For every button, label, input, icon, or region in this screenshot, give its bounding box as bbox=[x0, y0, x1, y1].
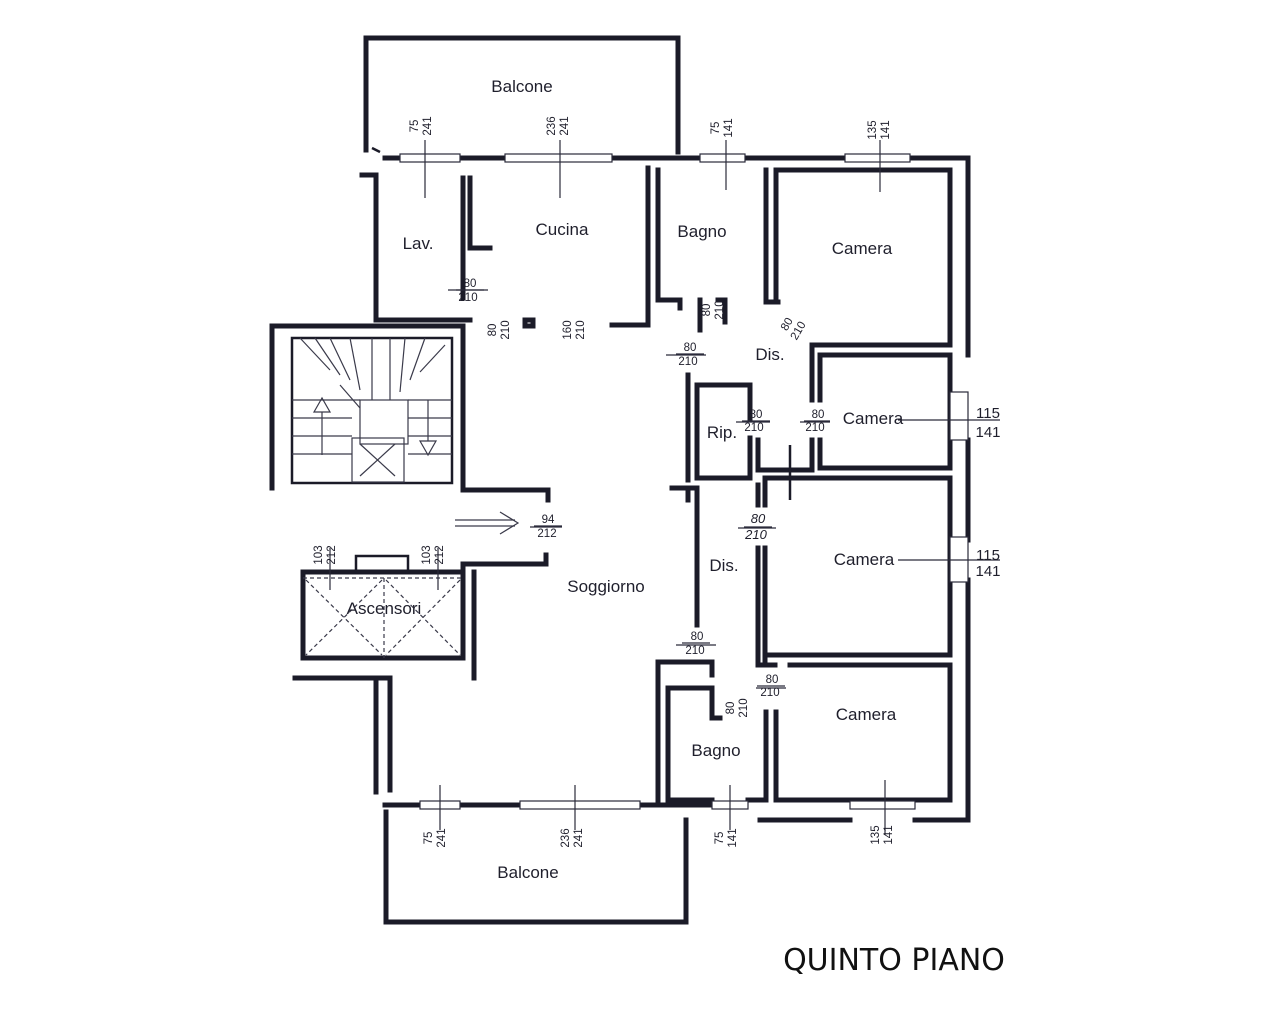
room-label-bagno-top: Bagno bbox=[677, 222, 726, 241]
dim-w-camera-2-1: 115 bbox=[976, 405, 1000, 422]
dim-d-cucina-1: 160 bbox=[562, 320, 574, 339]
dim-w-lav-2: 241 bbox=[422, 116, 434, 135]
room-label-camera-4: Camera bbox=[836, 705, 897, 724]
room-label-balcone-bottom: Balcone bbox=[497, 863, 558, 882]
room-label-soggiorno: Soggiorno bbox=[567, 577, 645, 596]
room-label-rip: Rip. bbox=[707, 423, 737, 442]
dim-d-lav-1: 80 bbox=[464, 278, 477, 290]
dim-w-camera-2-2: 141 bbox=[975, 424, 1000, 441]
dim-d-asc-right-1: 103 bbox=[421, 545, 433, 564]
dim-d-dis-2-2: 210 bbox=[744, 527, 767, 542]
dim-d-cucina-2: 210 bbox=[575, 320, 587, 339]
dim-d-rip-1: 80 bbox=[750, 409, 763, 421]
dim-w-camera-3-1: 115 bbox=[976, 547, 1000, 564]
dim-d-dis-1-1: 80 bbox=[684, 342, 697, 354]
room-labels: Balcone Lav. Cucina Bagno Camera Dis. Ri… bbox=[347, 77, 904, 882]
dim-d-dis-1-2: 210 bbox=[678, 356, 697, 368]
dim-d-bagno-top-1: 80 bbox=[701, 304, 713, 317]
room-label-balcone-top: Balcone bbox=[491, 77, 552, 96]
room-label-lav: Lav. bbox=[403, 234, 434, 253]
floor-title: QUINTO PIANO bbox=[783, 943, 1005, 978]
staircase bbox=[292, 337, 452, 483]
lift-shafts bbox=[303, 577, 463, 658]
dim-d-entrance-2: 212 bbox=[537, 528, 556, 540]
dim-w-bagno-top-2: 141 bbox=[723, 118, 735, 137]
dim-d-entrance-1: 94 bbox=[542, 514, 555, 526]
room-label-camera-2: Camera bbox=[843, 409, 904, 428]
dim-w-balcone-b2-2: 241 bbox=[573, 828, 585, 847]
dim-w-cucina-2: 241 bbox=[559, 116, 571, 135]
room-label-dis-1: Dis. bbox=[755, 345, 784, 364]
dim-d-bagno-bottom-1: 80 bbox=[725, 702, 737, 715]
dim-w-camera-3-2: 141 bbox=[975, 563, 1000, 580]
dim-w-balcone-b1-2: 241 bbox=[436, 828, 448, 847]
dim-d-camera-4-1: 80 bbox=[766, 674, 779, 686]
walls bbox=[269, 35, 971, 925]
fraction-bars bbox=[456, 289, 830, 687]
dim-d-lav-2: 210 bbox=[458, 292, 477, 304]
dim-d-sogg-left-2: 210 bbox=[500, 320, 512, 339]
dim-d-bagno-bottom-top-2: 210 bbox=[685, 645, 704, 657]
dimension-lines bbox=[329, 140, 1000, 835]
dim-w-camera-4-1: 135 bbox=[870, 825, 882, 844]
dim-w-camera-4-2: 141 bbox=[883, 825, 895, 844]
dim-d-bagno-top-2: 210 bbox=[714, 300, 726, 319]
room-label-dis-2: Dis. bbox=[709, 556, 738, 575]
room-label-camera-3: Camera bbox=[834, 550, 895, 569]
interior-walls bbox=[460, 165, 953, 803]
dim-w-balcone-b2-1: 236 bbox=[560, 828, 572, 847]
dim-d-camera-2-2: 210 bbox=[805, 422, 824, 434]
dim-w-camera-1-2: 141 bbox=[880, 120, 892, 139]
dim-d-sogg-left-1: 80 bbox=[487, 324, 499, 337]
room-label-bagno-bottom: Bagno bbox=[691, 741, 740, 760]
dim-d-camera-2-1: 80 bbox=[812, 409, 825, 421]
dim-d-rip-2: 210 bbox=[744, 422, 763, 434]
dim-w-bagno-bottom-1: 75 bbox=[714, 832, 726, 845]
dim-w-cucina-1: 236 bbox=[546, 116, 558, 135]
entrance-arrow-icon bbox=[455, 511, 520, 535]
dim-d-bagno-bottom-2: 210 bbox=[738, 698, 750, 717]
dim-d-asc-right-2: 212 bbox=[434, 545, 446, 564]
dim-w-balcone-b1-1: 75 bbox=[423, 832, 435, 845]
dim-d-asc-left-2: 212 bbox=[326, 545, 338, 564]
dim-d-camera-4-2: 210 bbox=[760, 687, 779, 699]
dim-w-camera-1-1: 135 bbox=[867, 120, 879, 139]
dim-d-dis-2-1: 80 bbox=[751, 511, 766, 526]
dim-w-bagno-top-1: 75 bbox=[710, 122, 722, 135]
dim-d-camera-1-1: 80 bbox=[779, 316, 796, 333]
dim-d-bagno-bottom-top-1: 80 bbox=[691, 631, 704, 643]
dim-w-lav-1: 75 bbox=[409, 120, 421, 133]
dim-d-asc-left-1: 103 bbox=[313, 545, 325, 564]
room-label-ascensori: Ascensori bbox=[347, 599, 422, 618]
room-label-camera-1: Camera bbox=[832, 239, 893, 258]
room-label-cucina: Cucina bbox=[536, 220, 589, 239]
dim-w-bagno-bottom-2: 141 bbox=[727, 828, 739, 847]
